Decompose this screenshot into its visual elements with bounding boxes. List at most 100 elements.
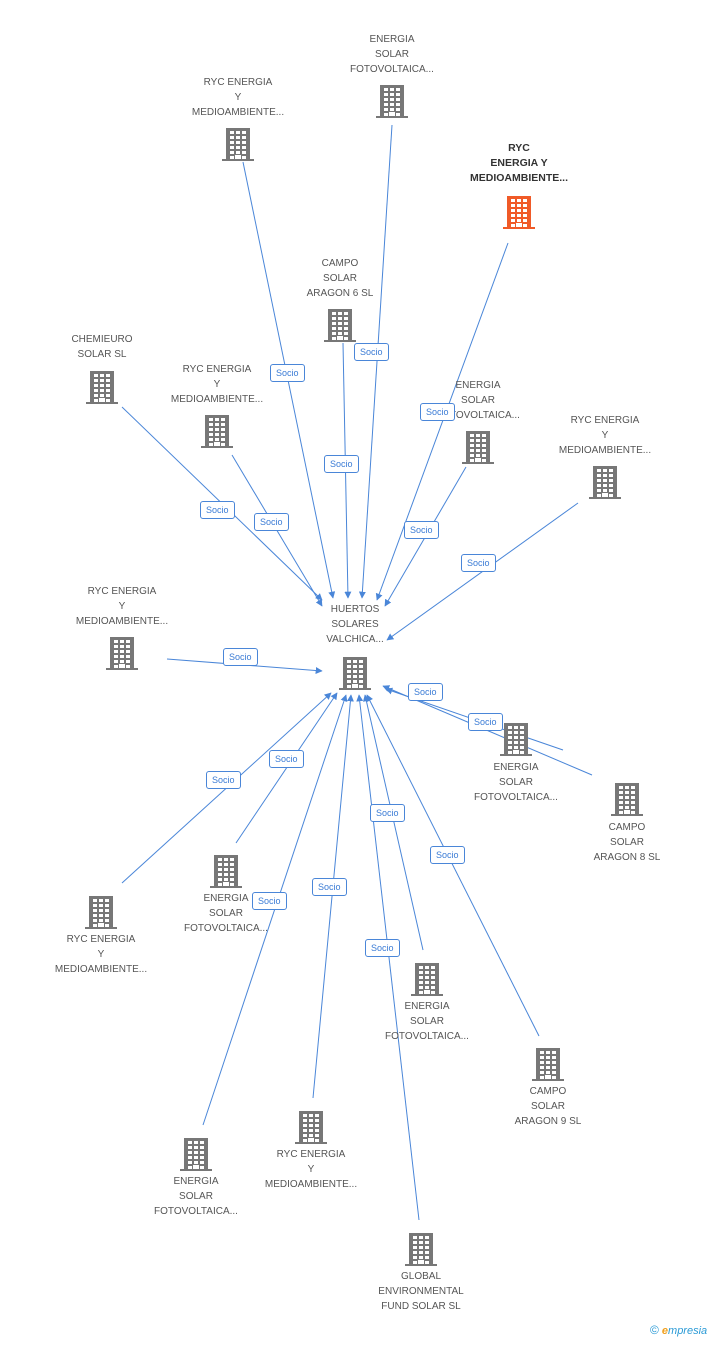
node-label-line: SOLAR (323, 273, 357, 284)
node-label-line: RYC ENERGIA (87, 586, 157, 597)
node-label-line: CAMPO (608, 822, 646, 833)
edge-node-energia-solar-lower-left (235, 692, 338, 844)
building-icon (589, 466, 621, 499)
node-label-line: FOTOVOLTAICA... (474, 792, 558, 803)
edge-label-socio[interactable]: Socio (370, 804, 405, 822)
empresia-logo[interactable]: © empresia (650, 1323, 707, 1337)
node-label-line: SOLAR (209, 908, 243, 919)
node-energia-solar-right[interactable]: ENERGIA SOLAR FOTOVOLTAICA... (451, 723, 581, 805)
edge-label-socio[interactable]: Socio (200, 501, 235, 519)
edge-label-socio[interactable]: Socio (404, 521, 439, 539)
copyright-symbol: © (650, 1323, 659, 1337)
node-label-line: MEDIOAMBIENTE... (191, 107, 285, 118)
edge-label-socio[interactable]: Socio (365, 939, 400, 957)
node-label-line: SOLAR (375, 49, 409, 60)
node-ryc-highlight[interactable]: RYC ENERGIA Y MEDIOAMBIENTE... (454, 141, 584, 229)
edge-node-ryc-bottom (312, 694, 354, 1099)
node-label-line: SOLAR (531, 1101, 565, 1112)
node-label: ENERGIA SOLAR FOTOVOLTAICA... (451, 760, 581, 805)
edge-label-socio[interactable]: Socio (408, 683, 443, 701)
node-label-line: MEDIOAMBIENTE... (469, 172, 568, 184)
edge-node-energia-solar-bottom-left (202, 694, 348, 1126)
building-icon (500, 723, 532, 756)
node-label-line: FOTOVOLTAICA... (350, 64, 434, 75)
building-icon (201, 415, 233, 448)
node-label-line: ENVIRONMENTAL (378, 1286, 464, 1297)
building-icon-wrap (210, 852, 242, 888)
edge-node-ryc-highlight (375, 242, 509, 601)
node-label-line: SOLAR (499, 777, 533, 788)
edge-node-energia-solar-lower-mid (362, 694, 424, 951)
building-icon (295, 1111, 327, 1144)
node-label-line: MEDIOAMBIENTE... (264, 1179, 358, 1190)
edge-label-socio[interactable]: Socio (223, 648, 258, 666)
building-icon-highlight (503, 196, 535, 229)
building-icon-wrap (201, 412, 233, 448)
edge-label-socio[interactable]: Socio (206, 771, 241, 789)
node-label-line: MEDIOAMBIENTE... (170, 394, 264, 405)
node-label-line: GLOBAL (400, 1271, 442, 1282)
edge-label-socio[interactable]: Socio (468, 713, 503, 731)
node-label-line: FOTOVOLTAICA... (385, 1031, 469, 1042)
edge-label-socio[interactable]: Socio (461, 554, 496, 572)
node-label-line: SOLAR (610, 837, 644, 848)
building-icon-wrap (106, 634, 138, 670)
node-label-line: RYC ENERGIA (182, 364, 252, 375)
edge-label-socio[interactable]: Socio (254, 513, 289, 531)
node-global-environmental[interactable]: GLOBAL ENVIRONMENTAL FUND SOLAR SL (356, 1233, 486, 1314)
edge-label-socio[interactable]: Socio (312, 878, 347, 896)
node-label-line: RYC ENERGIA (66, 934, 136, 945)
edge-label-socio[interactable]: Socio (324, 455, 359, 473)
edge-label-socio[interactable]: Socio (252, 892, 287, 910)
building-icon-wrap (411, 960, 443, 996)
node-label-line: ENERGIA (455, 380, 501, 391)
node-label-line: CHEMIEURO (71, 334, 133, 345)
node-label-line: SOLAR (410, 1016, 444, 1027)
edge-label-socio[interactable]: Socio (430, 846, 465, 864)
building-icon-wrap (295, 1108, 327, 1144)
building-icon (106, 637, 138, 670)
node-label-line: ENERGIA Y (490, 157, 548, 169)
edge-label-socio[interactable]: Socio (420, 403, 455, 421)
building-icon (86, 371, 118, 404)
node-label-line: ENERGIA (493, 762, 539, 773)
building-icon-wrap (462, 428, 494, 464)
node-label-line: FUND SOLAR SL (381, 1301, 461, 1312)
building-icon-wrap (222, 125, 254, 161)
edge-label-socio[interactable]: Socio (270, 364, 305, 382)
edge-label-socio[interactable]: Socio (269, 750, 304, 768)
brand-initial: e (661, 1325, 669, 1337)
node-label: RYC ENERGIA Y MEDIOAMBIENTE... (454, 141, 584, 186)
edge-label-socio[interactable]: Socio (354, 343, 389, 361)
node-label-line: RYC (508, 142, 530, 154)
node-label-line: SOLAR (179, 1191, 213, 1202)
node-label-line: SOLAR (461, 395, 495, 406)
building-icon (611, 783, 643, 816)
